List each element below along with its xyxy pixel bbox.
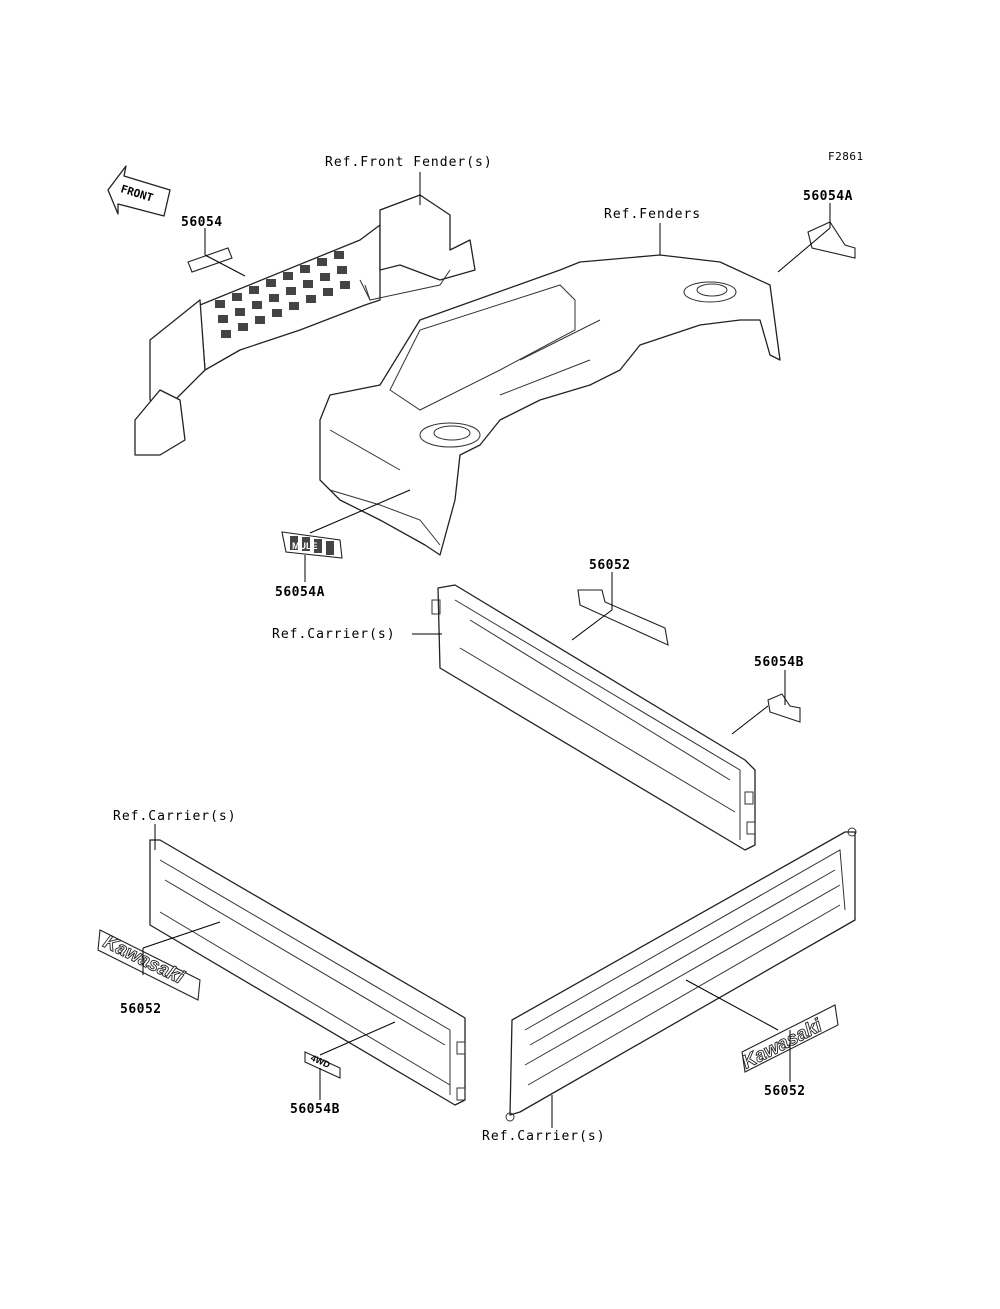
part-number-56054B-right: 56054B — [754, 655, 804, 670]
label-ref-front-fender: Ref.Front Fender(s) — [325, 155, 493, 170]
kawasaki-decal-right: Kawasaki — [738, 1004, 839, 1074]
decal-56052-mid-shape — [577, 589, 669, 646]
part-number-56054A-right: 56054A — [803, 189, 853, 204]
mule-logo-decal: MULE — [281, 531, 343, 559]
part-number-56052-mid: 56052 — [589, 558, 631, 573]
front-grille-part — [134, 194, 476, 456]
label-ref-carrier-left: Ref.Carrier(s) — [113, 809, 237, 824]
grille-vents — [215, 251, 350, 338]
front-arrow-icon: FRONT — [107, 165, 171, 217]
part-number-56052-left: 56052 — [120, 1002, 162, 1017]
part-number-56054: 56054 — [181, 215, 223, 230]
decal-56054B-right-shape — [767, 693, 801, 723]
label-ref-carrier-upper: Ref.Carrier(s) — [272, 627, 396, 642]
leader-lines — [142, 172, 831, 1128]
figure-code: F2861 — [828, 150, 864, 163]
label-ref-fenders: Ref.Fenders — [604, 207, 702, 222]
kawasaki-left-text: Kawasaki — [100, 932, 188, 989]
label-ref-carrier-bottom: Ref.Carrier(s) — [482, 1129, 606, 1144]
mule-logo-text: MULE — [292, 541, 318, 551]
rear-fender-part — [319, 254, 781, 556]
carrier-panel-upper — [431, 584, 756, 851]
part-number-56054A-left: 56054A — [275, 585, 325, 600]
carrier-panel-lower-left — [149, 839, 466, 1106]
decal-56054-shape — [187, 247, 233, 273]
part-number-56052-right: 56052 — [764, 1084, 806, 1099]
kawasaki-right-text: Kawasaki — [739, 1015, 826, 1073]
badge-4wd-decal: 4WD — [304, 1051, 341, 1079]
part-number-56054B-bottom: 56054B — [290, 1102, 340, 1117]
carrier-panel-lower-right — [505, 827, 857, 1122]
